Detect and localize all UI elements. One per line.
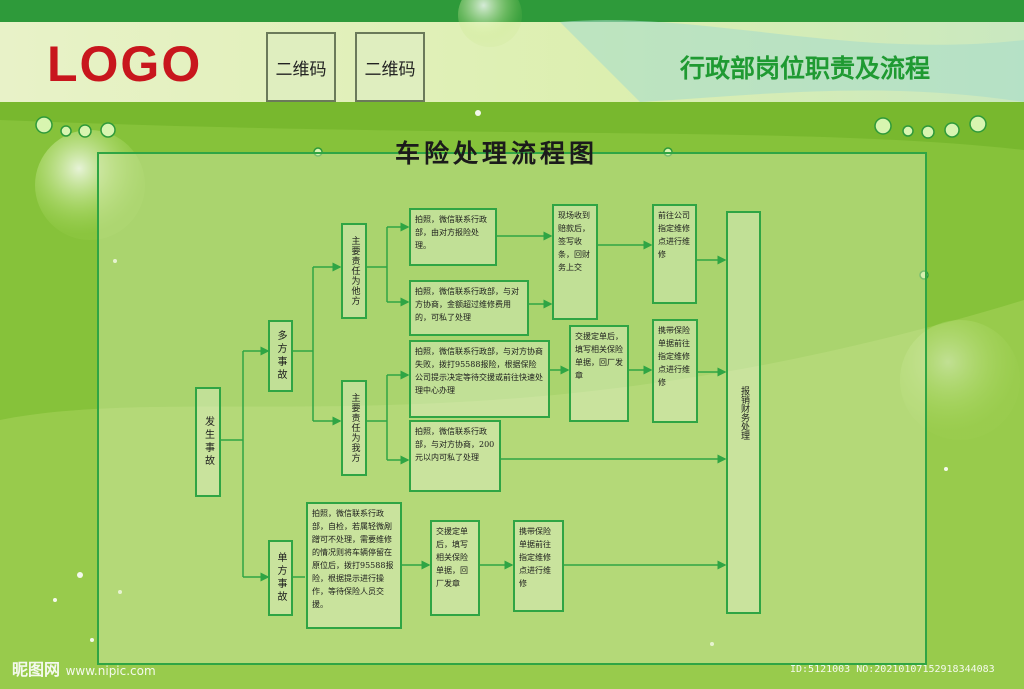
logo: LOGO <box>47 36 203 92</box>
node-label: 发生事故 <box>202 416 214 468</box>
node-single-a: 拍照，微信联系行政部，自检，若属轻微剐蹭可不处理，需要维修的情况则将车辆停留在原… <box>306 502 402 629</box>
qr-code-placeholder: 二维码 <box>266 32 336 102</box>
node-other-party-liable: 主要责任为他方 <box>341 223 367 319</box>
flowchart-panel <box>97 152 927 665</box>
node-label: 多方事故 <box>275 330 286 382</box>
flowchart-title: 车险处理流程图 <box>395 139 599 168</box>
node-single-b: 交援定单后，填写相关保险单据，回厂发章 <box>430 520 480 616</box>
node-other-c: 现场收到赔款后，签写收条，回财务上交 <box>552 204 598 320</box>
node-label: 主要责任为他方 <box>349 236 360 306</box>
page-title: 行政部岗位职责及流程 <box>680 54 931 83</box>
watermark-url: www.nipic.com <box>65 664 156 678</box>
watermark-id: ID:5121003 NO:20210107152918344083 <box>790 664 995 675</box>
node-other-a: 拍照，微信联系行政部，由对方报险处理。 <box>409 208 497 266</box>
watermark-brand: 昵图网 www.nipic.com <box>12 656 156 680</box>
watermark-brand-text: 昵图网 <box>12 660 61 679</box>
node-single-c: 携带保险单据前往指定维修点进行维修 <box>513 520 564 612</box>
node-other-b: 拍照，微信联系行政部，与对方协商，金额超过维修费用的，可私了处理 <box>409 280 529 336</box>
node-other-d: 前往公司指定维修点进行维修 <box>652 204 697 304</box>
node-label: 报销财务处理 <box>739 385 749 440</box>
node-self-c: 交援定单后，填写相关保险单据，回厂发章 <box>569 325 629 422</box>
node-self-d: 携带保险单据前往指定维修点进行维修 <box>652 319 698 423</box>
node-label: 主要责任为我方 <box>349 393 360 463</box>
node-self-liable: 主要责任为我方 <box>341 380 367 476</box>
node-multi-party: 多方事故 <box>268 320 293 392</box>
qr-code-placeholder: 二维码 <box>355 32 425 102</box>
node-self-b: 拍照，微信联系行政部，与对方协商，200元以内可私了处理 <box>409 420 501 492</box>
node-finance-reimbursement: 报销财务处理 <box>726 211 761 614</box>
node-label: 单方事故 <box>275 552 286 604</box>
node-accident-occurs: 发生事故 <box>195 387 221 497</box>
node-self-a: 拍照，微信联系行政部，与对方协商失败，拨打95588报险，根据保险公司提示决定等… <box>409 340 550 418</box>
node-single-party: 单方事故 <box>268 540 293 616</box>
